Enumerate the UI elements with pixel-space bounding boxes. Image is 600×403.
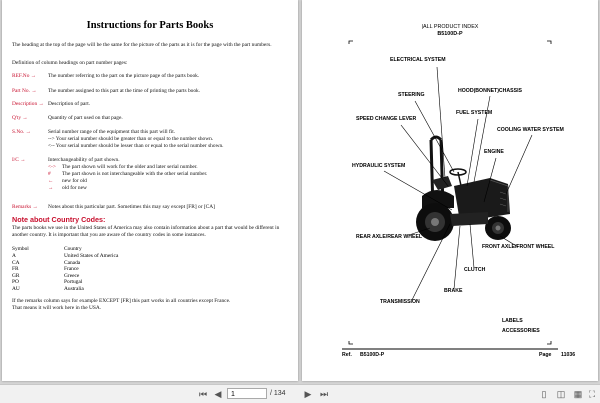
label-steering[interactable]: STEERING [398, 92, 425, 98]
code-symbol: PO [12, 279, 19, 285]
country-header: Country [64, 246, 82, 252]
label-labels[interactable]: LABELS [502, 318, 523, 324]
index-header: |ALL PRODUCT INDEX [421, 24, 479, 30]
description-text: Description of part. [48, 101, 91, 107]
label-fuel-system[interactable]: FUEL SYSTEM [456, 110, 493, 116]
qty-text: Quantity of part used on that page. [48, 115, 123, 121]
ic-line-4: old for new [62, 185, 87, 191]
code-symbol: AU [12, 285, 20, 292]
footer-line-1: If the remarks column says for example E… [12, 298, 231, 304]
sno-text: Serial number range of the equipment tha… [48, 129, 176, 135]
code-country: Australia [64, 285, 84, 292]
footer-ref-value: B5100D-P [360, 352, 385, 358]
ic-sym-1: <-> [48, 164, 56, 170]
page-total: / 134 [270, 390, 286, 397]
label-front-axle-wheel[interactable]: FRONT AXLE/FRONT WHEEL [482, 244, 555, 250]
label-accessories[interactable]: ACCESSORIES [502, 328, 540, 334]
part-no-text: The number assigned to this part at the … [48, 88, 201, 94]
viewer-toolbar: ⏮ ◀ 1 / 134 ▶ ⏭ ▯ ◫ ▦ ⛶ [0, 384, 600, 403]
two-page-icon[interactable]: ◫ [556, 389, 566, 399]
first-page-button[interactable]: ⏮ [198, 389, 208, 399]
code-symbol: FR [12, 266, 19, 272]
tractor-illustration [416, 135, 511, 241]
tractor-diagram [342, 40, 558, 350]
code-country: United States of America [64, 253, 119, 259]
ic-line-2: The part shown is not interchangeable wi… [62, 171, 208, 177]
ic-key: I/C → [12, 157, 26, 163]
ic-sym-2: # [48, 171, 51, 177]
ic-line-3: new for old [62, 178, 87, 184]
thumbnails-icon[interactable]: ▦ [573, 389, 583, 399]
left-page: Instructions for Parts Books The heading… [2, 0, 298, 381]
code-symbol: CA [12, 259, 20, 266]
label-hood-chassis[interactable]: HOOD(BONNET)CHASSIS [458, 88, 522, 94]
code-country: France [64, 266, 79, 272]
single-page-icon[interactable]: ▯ [541, 389, 547, 399]
model-header: B5100D-P [437, 31, 463, 37]
sno-line-2: <-- Your serial number should be lesser … [48, 143, 224, 149]
label-clutch[interactable]: CLUTCH [464, 267, 486, 273]
code-country: Greece [64, 272, 80, 279]
code-symbol: A [12, 253, 16, 259]
ic-sym-4: → [48, 185, 54, 191]
label-engine[interactable]: ENGINE [484, 149, 504, 155]
remarks-text: Notes about this particular part. Someti… [48, 204, 215, 210]
ref-no-text: The number referring to the part on the … [48, 73, 200, 79]
code-country: Portugal [64, 279, 83, 285]
page-title: Instructions for Parts Books [86, 20, 214, 31]
definition-text: Definition of column headings on part nu… [12, 60, 128, 66]
code-country: Canada [64, 259, 81, 266]
page-number-input[interactable]: 1 [227, 388, 267, 399]
country-text: The parts books we use in the United Sta… [12, 225, 280, 238]
next-page-button[interactable]: ▶ [304, 389, 312, 399]
ic-sym-3: ← [48, 178, 54, 184]
label-cooling-water-system[interactable]: COOLING WATER SYSTEM [497, 127, 564, 133]
ref-no-key: REF.No → [12, 73, 37, 79]
ic-line-1: The part shown will work for the older a… [62, 164, 198, 170]
footer-ref-label: Ref. [342, 352, 352, 358]
intro-text: The heading at the top of the page will … [12, 42, 272, 48]
footer-page-label: Page [539, 352, 552, 358]
sno-line-1: --> Your serial number should be greater… [48, 136, 214, 142]
fullscreen-icon[interactable]: ⛶ [588, 389, 596, 399]
right-page: |ALL PRODUCT INDEX B5100D-P [302, 0, 598, 381]
label-brake[interactable]: BRAKE [444, 288, 463, 294]
part-no-key: Part No. → [12, 88, 37, 94]
footer-line-2: That means it will work here in the USA. [12, 305, 102, 311]
symbol-header: Symbol [12, 246, 29, 252]
ic-text: Interchangeability of part shown. [48, 157, 120, 163]
footer-page-value: 11036 [561, 352, 576, 358]
country-heading: Note about Country Codes: [12, 215, 106, 224]
code-symbol: GR [12, 272, 20, 279]
label-speed-change-lever[interactable]: SPEED CHANGE LEVER [356, 116, 417, 122]
label-rear-axle-wheel[interactable]: REAR AXLE/REAR WHEEL [356, 234, 423, 240]
label-electrical-system[interactable]: ELECTRICAL SYSTEM [390, 57, 446, 63]
last-page-button[interactable]: ⏭ [319, 389, 329, 399]
sno-key: S.No. → [12, 129, 32, 135]
qty-key: Q'ty → [12, 115, 28, 121]
remarks-key: Remarks → [12, 204, 38, 210]
description-key: Description → [12, 101, 44, 107]
prev-page-button[interactable]: ◀ [214, 389, 222, 399]
label-hydraulic-system[interactable]: HYDRAULIC SYSTEM [352, 163, 406, 169]
label-transmission[interactable]: TRANSMISSION [380, 299, 420, 305]
